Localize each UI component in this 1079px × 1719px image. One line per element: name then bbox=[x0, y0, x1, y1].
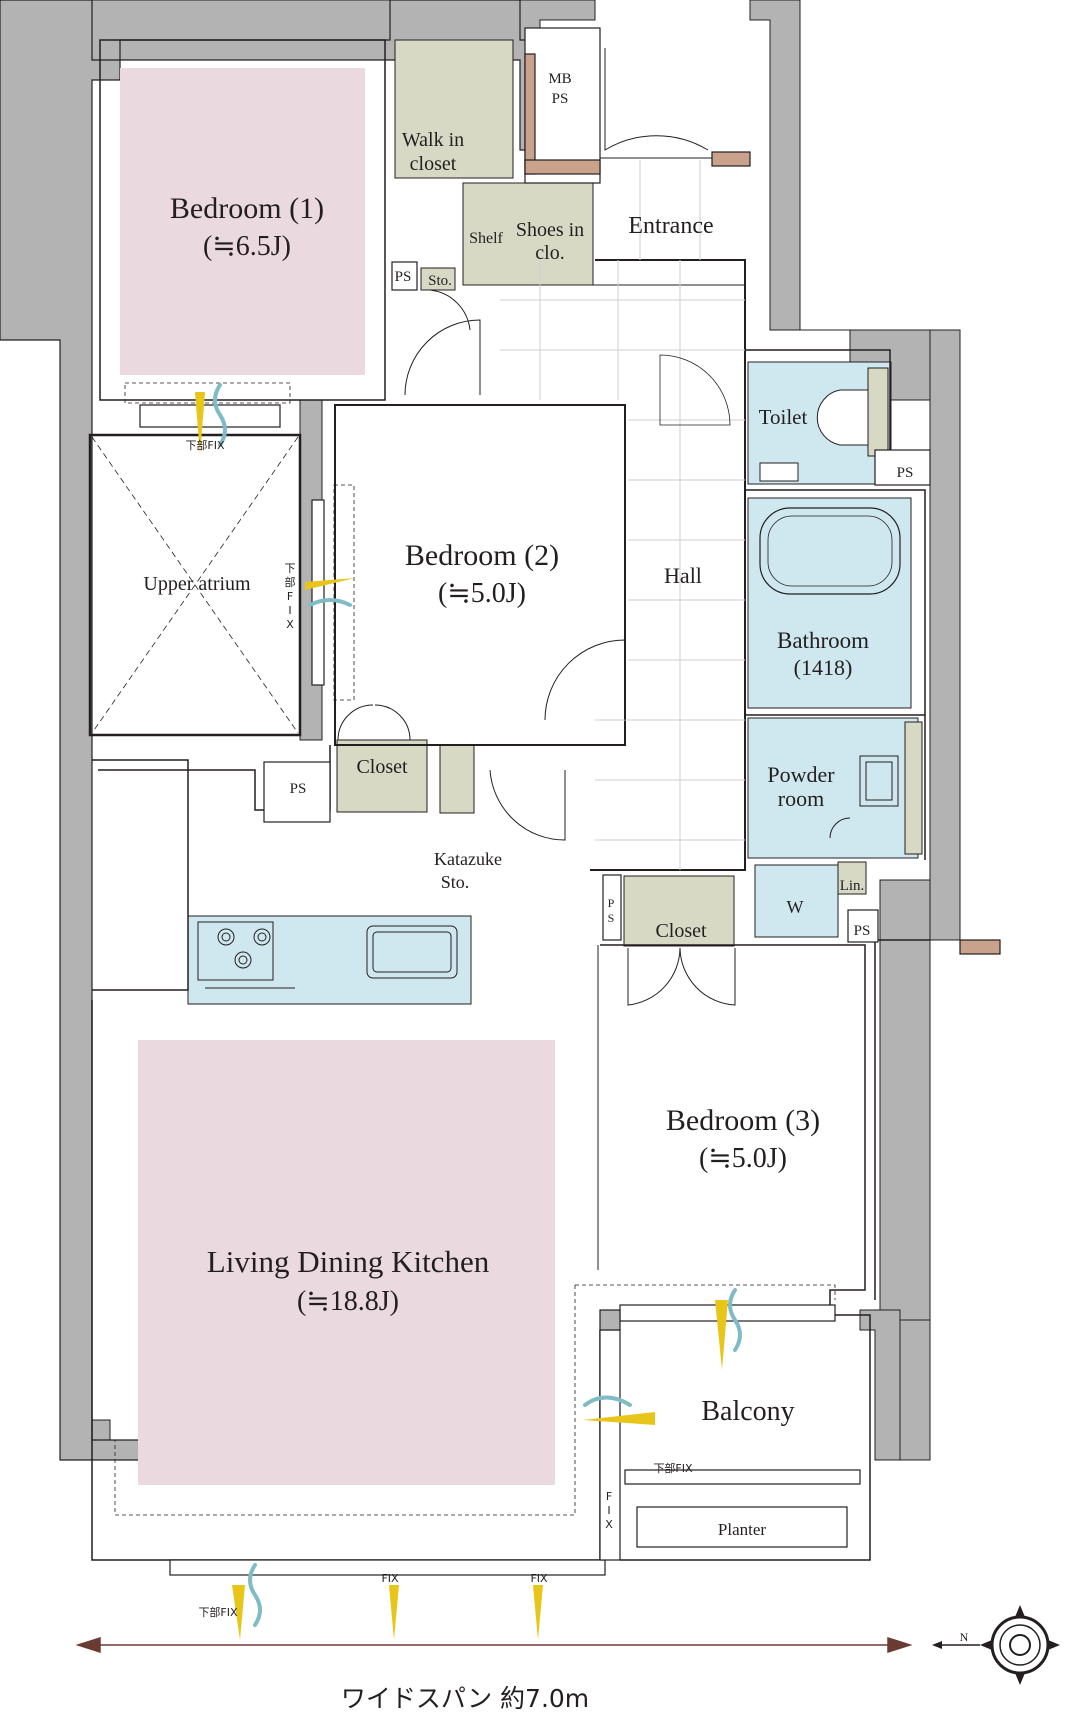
walkin-label-2: closet bbox=[410, 153, 457, 175]
ps-label-2: PS bbox=[897, 465, 914, 481]
vfix-char-2: 部 bbox=[285, 575, 296, 589]
lower-fix-note-3: 下部FIX bbox=[198, 1605, 238, 1619]
fix-note-2: FIX bbox=[530, 1572, 548, 1585]
closet3-floor bbox=[623, 875, 735, 947]
sto-floor bbox=[420, 267, 456, 291]
walkin-closet-floor bbox=[394, 39, 514, 179]
bedroom1-name: Bedroom (1) bbox=[170, 192, 324, 225]
closet2-floor bbox=[336, 739, 428, 813]
fix-note-1: FIX bbox=[381, 1572, 399, 1585]
balcony-label: Balcony bbox=[701, 1396, 794, 1427]
vfix-char-3: F bbox=[287, 590, 293, 603]
stove-sink bbox=[197, 921, 458, 989]
bathroom-name: Bathroom bbox=[777, 628, 869, 653]
lower-fix-note-1: 下部FIX bbox=[185, 438, 225, 452]
ldk-floor bbox=[138, 1040, 555, 1485]
sto-label: Sto. bbox=[428, 273, 452, 289]
powder-label-1: Powder bbox=[767, 762, 835, 787]
bedroom3-name: Bedroom (3) bbox=[666, 1104, 820, 1137]
ps-vertical-p: P bbox=[608, 896, 615, 910]
vfix-char-5: X bbox=[286, 618, 294, 631]
wall-balcony-side bbox=[859, 1309, 901, 1461]
airflow-lines bbox=[213, 383, 742, 1627]
toilet-label: Toilet bbox=[759, 405, 808, 429]
entrance-label: Entrance bbox=[628, 213, 713, 239]
door-swings bbox=[337, 48, 851, 1006]
bathroom-size: (1418) bbox=[794, 655, 853, 680]
ps-label-1: PS bbox=[395, 269, 412, 285]
vfix-short-2: I bbox=[607, 1504, 610, 1517]
window-frames bbox=[139, 27, 1001, 1576]
mbps-label-2: PS bbox=[552, 91, 569, 107]
room-fills bbox=[120, 39, 919, 1485]
shoes-label-1: Shoes in bbox=[516, 219, 584, 241]
compass-north-label: N bbox=[960, 1630, 969, 1644]
ps-vertical-s: S bbox=[608, 911, 615, 925]
bedroom1-size: (≒6.5J) bbox=[203, 231, 291, 262]
bedroom3-size: (≒5.0J) bbox=[699, 1143, 787, 1174]
powder-floor bbox=[747, 717, 919, 859]
bathtub bbox=[759, 507, 901, 595]
hall-floor-grid bbox=[500, 160, 745, 870]
ldk-name: Living Dining Kitchen bbox=[207, 1244, 490, 1279]
washer-label: W bbox=[787, 897, 804, 917]
room-labels: Bedroom (1) (≒6.5J) Bedroom (2) (≒5.0J) … bbox=[143, 71, 913, 1539]
hall-label: Hall bbox=[664, 563, 702, 588]
wall-right-upper bbox=[749, 0, 931, 401]
wall-right-mid bbox=[929, 329, 961, 941]
linen-label: Lin. bbox=[840, 878, 865, 894]
powder-basin bbox=[837, 721, 923, 895]
shoes-label-2: clo. bbox=[535, 242, 564, 264]
bedroom2-size: (≒5.0J) bbox=[438, 578, 526, 609]
vfix-short-3: X bbox=[605, 1518, 613, 1531]
bedroom1-floor bbox=[120, 68, 365, 375]
compass-rose: N bbox=[932, 1605, 1060, 1685]
walkin-label-1: Walk in bbox=[402, 129, 464, 151]
atrium-cross bbox=[91, 436, 299, 734]
shoes-closet-floor bbox=[462, 182, 594, 286]
vent-markers bbox=[195, 392, 728, 1640]
washer-floor bbox=[754, 864, 839, 938]
ps-label-4: PS bbox=[854, 923, 871, 939]
planter-label: Planter bbox=[718, 1520, 766, 1539]
vfix-short-1: F bbox=[606, 1490, 612, 1503]
vfix-char-1: 下 bbox=[285, 562, 296, 575]
bathroom-floor bbox=[747, 497, 912, 709]
kitchen-counter bbox=[187, 915, 472, 1005]
katazuke-label-1: Katazuke bbox=[434, 849, 502, 869]
lower-fix-note-2: 下部FIX bbox=[653, 1461, 693, 1475]
span-label: ワイドスパン 約7.0m bbox=[341, 1684, 589, 1713]
ldk-size: (≒18.8J) bbox=[297, 1286, 399, 1317]
span-arrow bbox=[75, 1636, 913, 1654]
closet2-label: Closet bbox=[356, 756, 408, 778]
bedroom2-name: Bedroom (2) bbox=[405, 539, 559, 572]
powder-label-2: room bbox=[778, 786, 824, 811]
vfix-char-4: I bbox=[288, 604, 291, 617]
ps-label-3: PS bbox=[290, 781, 307, 797]
katazuke-floor bbox=[439, 744, 475, 814]
atrium-label: Upper atrium bbox=[143, 573, 251, 595]
closet3-label: Closet bbox=[655, 920, 707, 942]
mbps-label-1: MB bbox=[548, 71, 571, 87]
shelf-label: Shelf bbox=[469, 230, 503, 247]
dashed-outlines bbox=[114, 382, 836, 1516]
window-notes: 下部FIX 下部FIX 下部FIX FIX FIX 下 部 F I X F I … bbox=[185, 438, 693, 1619]
katazuke-label-2: Sto. bbox=[441, 872, 470, 892]
